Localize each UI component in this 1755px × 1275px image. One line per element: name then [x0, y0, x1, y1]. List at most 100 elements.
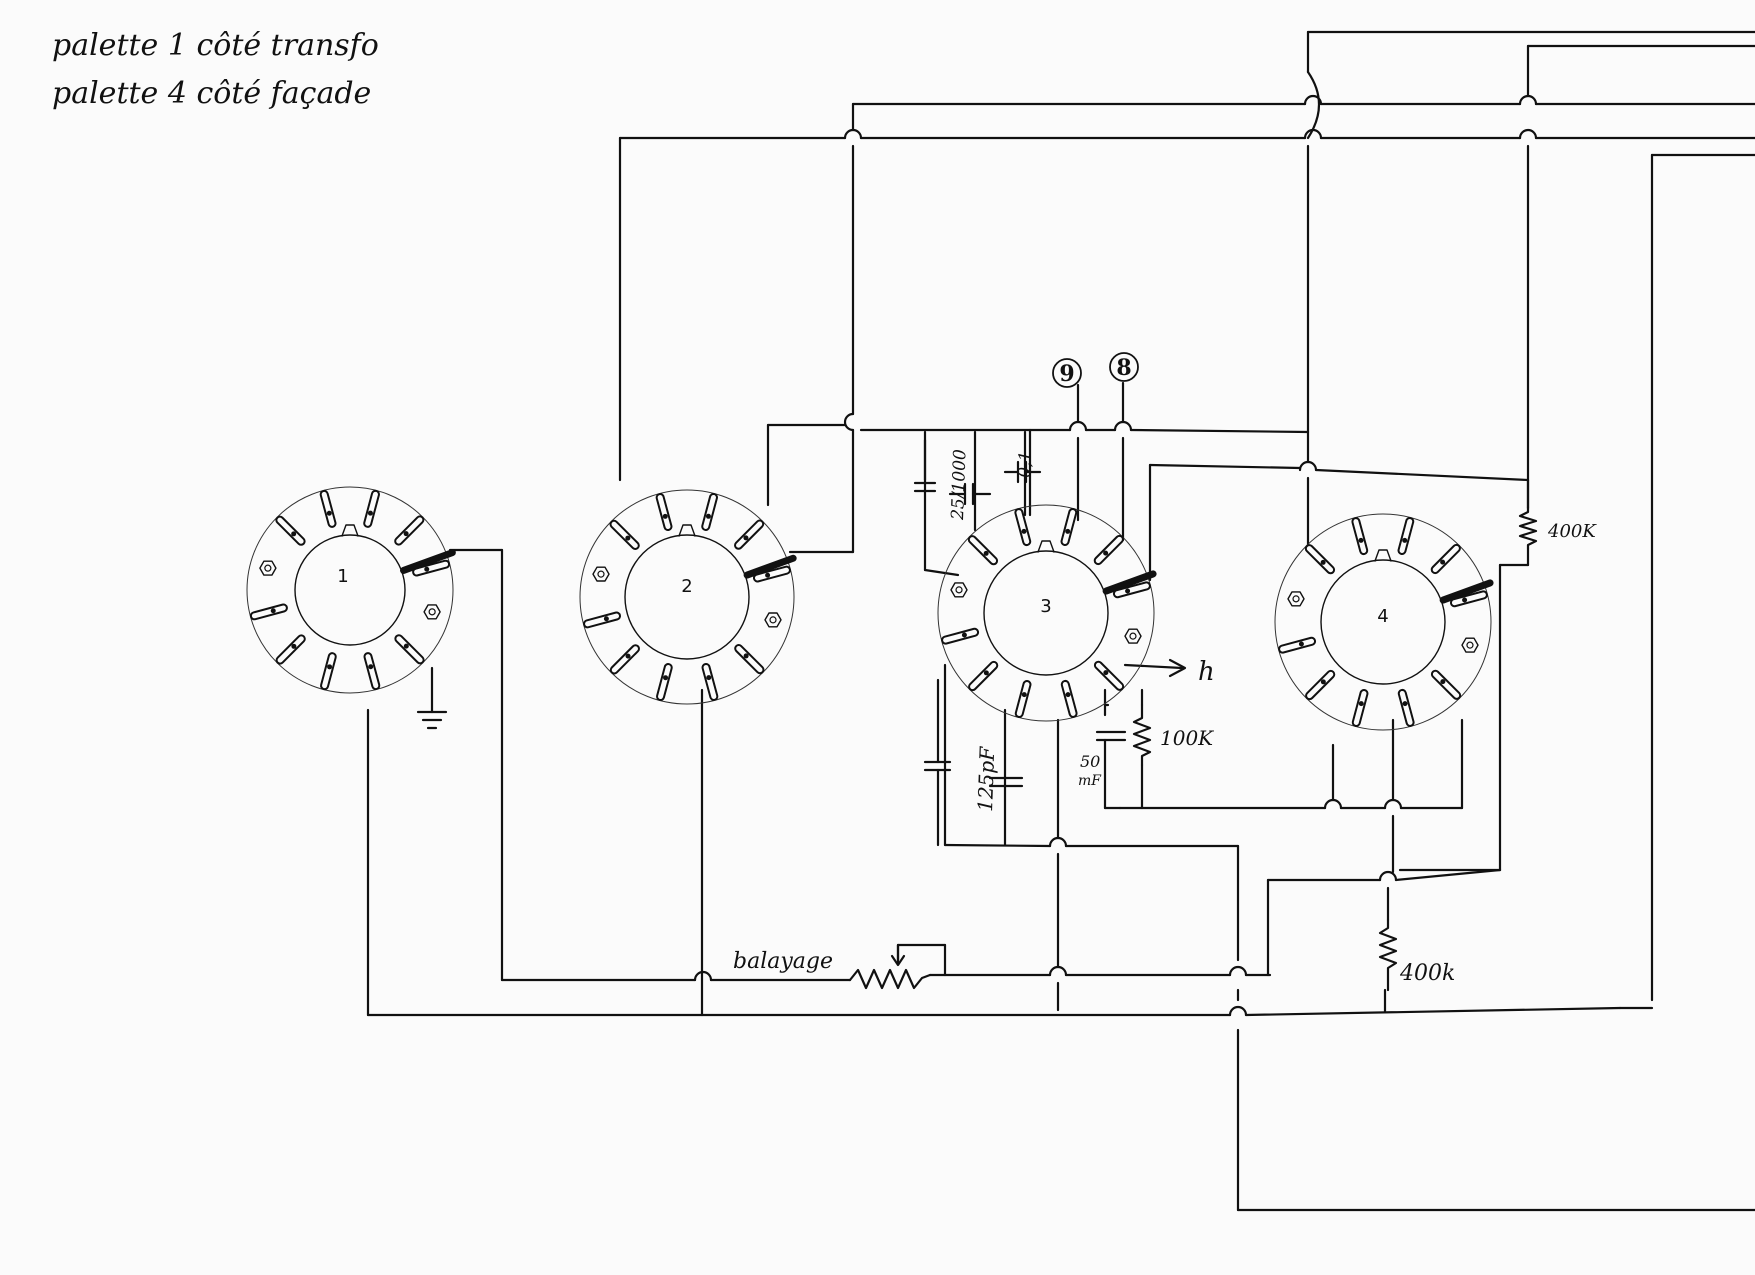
terminal-8-icon — [1109, 352, 1139, 382]
switch-4-label: 4 — [1377, 606, 1388, 627]
nut-hole — [955, 586, 963, 594]
wire — [1394, 868, 1502, 882]
mounting-nut-icon — [259, 560, 277, 576]
lug-hole — [326, 510, 332, 516]
output-h-label: h — [1198, 657, 1215, 687]
capacitor-icon — [988, 776, 1024, 788]
lug-hole — [1440, 679, 1446, 685]
solder-lug-inner — [277, 636, 304, 663]
arrow-icon — [1168, 658, 1187, 678]
wire — [1148, 463, 1302, 470]
solder-lug-inner — [1306, 546, 1334, 573]
note-palette-1: palette 1 côté transfo — [52, 28, 379, 63]
wafer-rotor — [983, 550, 1109, 676]
res-100k-label: 100K — [1160, 726, 1214, 750]
wiper-blade — [743, 554, 797, 579]
wafer-outer-ring — [1274, 513, 1492, 731]
solder-lug-inner — [969, 537, 997, 564]
switch-2-label: 2 — [681, 576, 692, 597]
wiper-blade — [1102, 570, 1157, 595]
terminal-9-icon — [1052, 358, 1082, 388]
solder-lug-inner — [1016, 510, 1030, 545]
lug-hole — [1103, 670, 1109, 676]
capacitor-icon — [923, 678, 952, 847]
lug-hole — [270, 608, 276, 614]
solder-lug-inner — [414, 561, 449, 575]
lug-hole — [1402, 701, 1408, 707]
lug-hole — [1320, 679, 1326, 685]
lug-hole — [291, 643, 297, 649]
solder-lug-inner — [736, 646, 763, 673]
rotor-key — [341, 524, 359, 537]
lug-hole — [403, 531, 409, 537]
solder-lug-inner — [1016, 682, 1030, 717]
rotor-key — [1374, 549, 1392, 562]
lug-hole — [327, 664, 333, 670]
solder-lug-inner — [611, 646, 638, 673]
capacitor-icon — [948, 482, 992, 506]
rotary-switches — [246, 486, 1494, 731]
mounting-nut-icon — [1461, 637, 1479, 653]
solder-lug-inner — [277, 517, 304, 544]
wiring — [366, 30, 1755, 1212]
mounting-nut-icon — [592, 566, 610, 582]
wire — [1314, 468, 1530, 482]
solder-lug-inner — [1280, 638, 1315, 652]
lug-hole — [961, 632, 967, 638]
switch-1-label: 1 — [337, 566, 348, 587]
solder-lug-inner — [1353, 691, 1367, 726]
lug-hole — [663, 675, 669, 681]
lug-hole — [1103, 550, 1109, 556]
resistor-icon — [1132, 703, 1152, 767]
lug-hole — [1065, 692, 1071, 698]
solder-lug-inner — [322, 654, 335, 689]
wiper-blade — [1439, 579, 1494, 604]
solder-lug-inner — [1307, 671, 1334, 699]
capacitor-icon — [913, 430, 937, 493]
rotor-key — [678, 524, 696, 537]
lug-hole — [1298, 641, 1304, 647]
solder-lug-inner — [1451, 592, 1486, 606]
wire-crossover — [1228, 965, 1248, 977]
solder-lug-inner — [943, 629, 978, 643]
lug-hole — [367, 510, 373, 516]
cap-25-1000-label: 25/1000 — [948, 449, 970, 521]
nut-hole — [597, 570, 605, 578]
nut-hole — [1466, 641, 1474, 649]
rotary-switch-2 — [579, 489, 797, 705]
lug-hole — [603, 616, 609, 622]
potentiometer-icon — [848, 968, 932, 990]
nut-hole — [1129, 632, 1137, 640]
solder-lug-inner — [585, 613, 620, 627]
solder-lug-inner — [703, 494, 716, 529]
wire — [1244, 1006, 1622, 1017]
cap-0-1-label: 0,1 — [1015, 450, 1036, 478]
potentiometer-arrow-icon — [890, 954, 906, 967]
wire-crossover — [843, 412, 855, 432]
rotor-key — [1037, 540, 1055, 553]
rotary-switch-3 — [937, 504, 1157, 722]
wire — [1129, 428, 1310, 434]
solder-lug-inner — [1399, 518, 1413, 553]
lug-hole — [368, 664, 374, 670]
cap-50mf-value: 50 — [1080, 752, 1100, 771]
capacitor-icon — [1003, 460, 1042, 484]
rotary-switch-4 — [1274, 513, 1494, 731]
solder-lug-inner — [754, 567, 789, 581]
wire-crossover — [1306, 70, 1320, 140]
wafer-rotor — [294, 534, 406, 646]
lug-hole — [662, 513, 668, 519]
wafer-rotor — [1320, 559, 1446, 685]
solder-lug-inner — [396, 517, 423, 544]
lug-hole — [706, 675, 712, 681]
ground-icon — [416, 710, 448, 730]
nut-hole — [264, 564, 272, 572]
solder-lug-inner — [658, 665, 671, 700]
mounting-nut-icon — [423, 604, 441, 620]
lug-hole — [1021, 528, 1027, 534]
solder-lug-inner — [611, 521, 638, 548]
resistor-icon — [1378, 918, 1398, 992]
solder-lug-inner — [365, 491, 378, 526]
solder-lug-inner — [1432, 545, 1459, 573]
